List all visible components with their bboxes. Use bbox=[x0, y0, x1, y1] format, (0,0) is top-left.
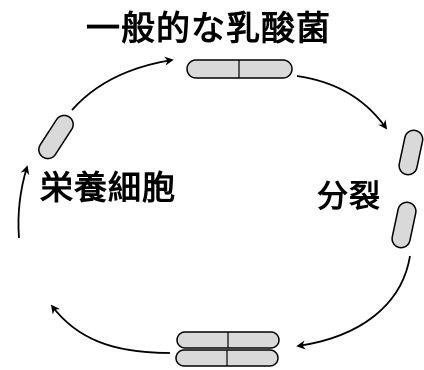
label-division: 分裂 bbox=[317, 179, 381, 215]
arrow-bottom-to-left bbox=[50, 304, 171, 354]
arrow-left-to-top bbox=[71, 56, 174, 111]
cell-left-single bbox=[38, 114, 74, 160]
cell-bottom-pair bbox=[175, 331, 280, 367]
cell-right-upper bbox=[398, 129, 424, 176]
arrow-top-to-right bbox=[296, 75, 388, 130]
arrow-left-to-up bbox=[17, 165, 30, 239]
cell-right-lower bbox=[391, 201, 417, 249]
label-common-lactic-acid-bacteria: 一般的な乳酸菌 bbox=[86, 9, 331, 49]
label-vegetative-cell: 栄養細胞 bbox=[40, 168, 176, 207]
arrow-right-to-bottom bbox=[296, 255, 411, 350]
cell-top-septate bbox=[186, 59, 293, 79]
